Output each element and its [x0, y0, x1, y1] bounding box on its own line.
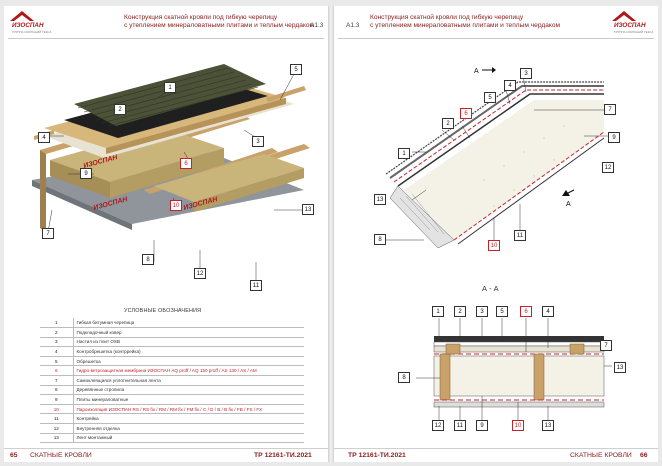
aa-callout-13b: 13 — [542, 420, 554, 431]
aa-callout-10: 10 — [512, 420, 524, 431]
aa-callout-8: 8 — [398, 372, 410, 383]
right-footer: ТР 12161-ТИ.2021 СКАТНЫЕ КРОВЛИ 66 — [334, 448, 658, 462]
sheet-number: А1.3 — [310, 22, 324, 29]
roof-isometric-drawing: ИЗОСПАН ИЗОСПАН ИЗОСПАН — [32, 64, 310, 280]
logo-roof-icon — [10, 11, 34, 21]
left-footer: 65 СКАТНЫЕ КРОВЛИ ТР 12161-ТИ.2021 — [4, 448, 328, 462]
callout-10: 10 — [170, 200, 182, 211]
callout-11: 11 — [250, 280, 262, 291]
callout-11: 11 — [514, 230, 526, 241]
aa-callout-9: 9 — [476, 420, 488, 431]
legend-title: УСЛОВНЫЕ ОБОЗНАЧЕНИЯ — [124, 308, 202, 314]
aa-callout-3: 3 — [476, 306, 488, 317]
sheet-number: А1.3 — [346, 22, 360, 29]
page-title: Конструкция скатной кровли под гибкую че… — [124, 14, 315, 29]
header-rule — [8, 38, 324, 39]
insulation-layer — [433, 355, 605, 397]
callout-8: 8 — [374, 234, 386, 245]
callout-6: 6 — [180, 158, 192, 169]
callout-10: 10 — [488, 240, 500, 251]
mineral-wool-layer — [50, 128, 224, 182]
izospan-logo: ИЗОСПАН ГРУППА КОМПАНИЙ ГЕКСА — [10, 10, 52, 36]
aa-callout-7: 7 — [600, 340, 612, 351]
aa-callout-11: 11 — [454, 420, 466, 431]
callout-2: 2 — [114, 104, 126, 115]
left-page: ИЗОСПАН ГРУППА КОМПАНИЙ ГЕКСА Конструкци… — [4, 6, 328, 462]
aa-callout-13: 13 — [614, 362, 626, 373]
aa-callout-12: 12 — [432, 420, 444, 431]
header-rule — [338, 38, 654, 39]
logo-tagline: ГРУППА КОМПАНИЙ ГЕКСА — [614, 30, 654, 34]
logo-text: ИЗОСПАН — [614, 22, 646, 29]
callout-5: 5 — [484, 92, 496, 103]
section-mark-top: A — [474, 68, 479, 75]
aa-callout-1: 1 — [432, 306, 444, 317]
callout-9: 9 — [80, 168, 92, 179]
aa-callout-6: 6 — [520, 306, 532, 317]
aa-callout-5: 5 — [496, 306, 508, 317]
right-page: А1.3 Конструкция скатной кровли под гибк… — [334, 6, 658, 462]
callout-8: 8 — [142, 254, 154, 265]
footer-section: СКАТНЫЕ КРОВЛИ — [570, 452, 632, 459]
footer-code: ТР 12161-ТИ.2021 — [348, 452, 406, 459]
callout-12: 12 — [194, 268, 206, 279]
footer-code: ТР 12161-ТИ.2021 — [254, 452, 312, 459]
logo-text: ИЗОСПАН — [12, 22, 44, 29]
logo-tagline: ГРУППА КОМПАНИЙ ГЕКСА — [12, 30, 52, 34]
cross-section-aa — [416, 318, 612, 422]
footer-section: СКАТНЫЕ КРОВЛИ — [30, 452, 92, 459]
section-caption: А - А — [482, 284, 499, 293]
callout-13: 13 — [302, 204, 314, 215]
callout-3: 3 — [252, 136, 264, 147]
aa-callout-2: 2 — [454, 306, 466, 317]
callout-4: 4 — [38, 132, 50, 143]
rafter-section — [439, 353, 451, 401]
insulation-section — [404, 100, 604, 240]
page-title: Конструкция скатной кровли под гибкую че… — [370, 14, 561, 29]
page-number: 65 — [10, 452, 18, 459]
aa-callout-4: 4 — [542, 306, 554, 317]
callout-4: 4 — [504, 80, 516, 91]
book-gutter — [328, 6, 334, 462]
izospan-logo: ИЗОСПАН ГРУППА КОМПАНИЙ ГЕКСА — [612, 10, 654, 36]
callout-9: 9 — [608, 132, 620, 143]
callout-1: 1 — [398, 148, 410, 159]
callout-7: 7 — [604, 104, 616, 115]
page-number: 66 — [640, 452, 648, 459]
roof-section-drawing: A A — [382, 67, 610, 249]
logo-roof-icon — [612, 11, 636, 21]
callout-2: 2 — [442, 118, 454, 129]
callout-5: 5 — [290, 64, 302, 75]
callout-1: 1 — [164, 82, 176, 93]
callout-13: 13 — [374, 194, 386, 205]
callout-12: 12 — [602, 162, 614, 173]
callout-6: 6 — [460, 108, 472, 119]
callout-3: 3 — [520, 68, 532, 79]
callout-7: 7 — [42, 228, 54, 239]
section-mark-bottom: A — [566, 201, 571, 208]
